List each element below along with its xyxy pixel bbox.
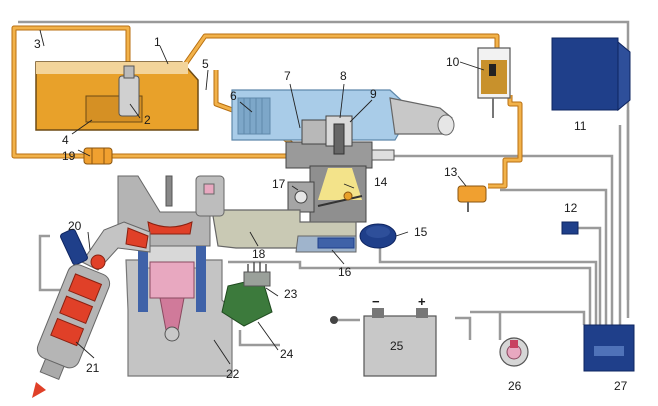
label-15: 15 (414, 225, 428, 239)
label-9: 9 (370, 87, 377, 101)
manifold-heater (317, 237, 355, 249)
label-2: 2 (144, 113, 151, 127)
label-24: 24 (280, 347, 294, 361)
label-16: 16 (338, 265, 352, 279)
label-14: 14 (374, 175, 388, 189)
wire-sensor12 (575, 226, 602, 325)
cylinder-walls (138, 246, 206, 312)
label-19: 19 (62, 149, 76, 163)
air-filter (231, 89, 413, 141)
distributor (221, 262, 273, 327)
fuel-tank (35, 61, 199, 131)
label-8: 8 (340, 69, 347, 83)
label-5: 5 (202, 57, 209, 71)
label-25: 25 (390, 339, 404, 353)
battery-minus-sign: − (372, 294, 380, 309)
wire-air-sensor (378, 240, 598, 325)
battery-plus-sign: + (418, 294, 426, 309)
intake-snorkel (389, 97, 455, 136)
small-sensor (561, 221, 579, 235)
piston (149, 261, 195, 342)
label-23: 23 (284, 287, 298, 301)
label-10: 10 (446, 55, 460, 69)
signal-wiring (18, 20, 630, 347)
label-18: 18 (252, 247, 266, 261)
injector-unit (285, 115, 395, 169)
fuel-line-to-canister (182, 34, 499, 67)
catalytic-converter (36, 264, 111, 381)
battery (330, 308, 437, 377)
label-26: 26 (508, 379, 522, 393)
label-27: 27 (614, 379, 628, 393)
relay-box (583, 324, 635, 372)
label-11: 11 (574, 119, 587, 133)
leader-lines (39, 29, 485, 365)
ignition-switch (499, 337, 529, 367)
label-22: 22 (226, 367, 240, 381)
label-4: 4 (62, 133, 69, 147)
throttle-body (309, 165, 367, 223)
fuel-line-supply (12, 26, 130, 158)
carbon-canister (477, 47, 511, 118)
fuel-filter (83, 147, 113, 165)
idle-actuator (287, 181, 315, 213)
label-13: 13 (444, 165, 458, 179)
exhaust-outlet-arrow (32, 382, 46, 398)
wire-relay (470, 310, 586, 325)
label-20: 20 (68, 219, 82, 233)
purge-valve (457, 185, 487, 212)
label-3: 3 (34, 37, 41, 51)
part-labels: 1 2 3 4 5 6 7 8 9 10 11 12 13 14 15 16 1… (34, 35, 628, 393)
ecu (551, 37, 631, 112)
wire-throttle (370, 154, 614, 325)
vapour-line-purge (488, 95, 522, 188)
label-6: 6 (230, 89, 237, 103)
label-12: 12 (564, 201, 578, 215)
label-17: 17 (272, 177, 286, 191)
label-7: 7 (284, 69, 291, 83)
wire-coolant (228, 260, 592, 325)
pressure-sensor (359, 223, 397, 249)
fuel-pump (118, 65, 140, 117)
lambda-sensor (60, 228, 106, 270)
wire-hall (238, 330, 280, 347)
label-21: 21 (86, 361, 100, 375)
wire-battery (455, 316, 472, 340)
wire-valve13 (500, 188, 608, 325)
label-1: 1 (154, 35, 161, 49)
